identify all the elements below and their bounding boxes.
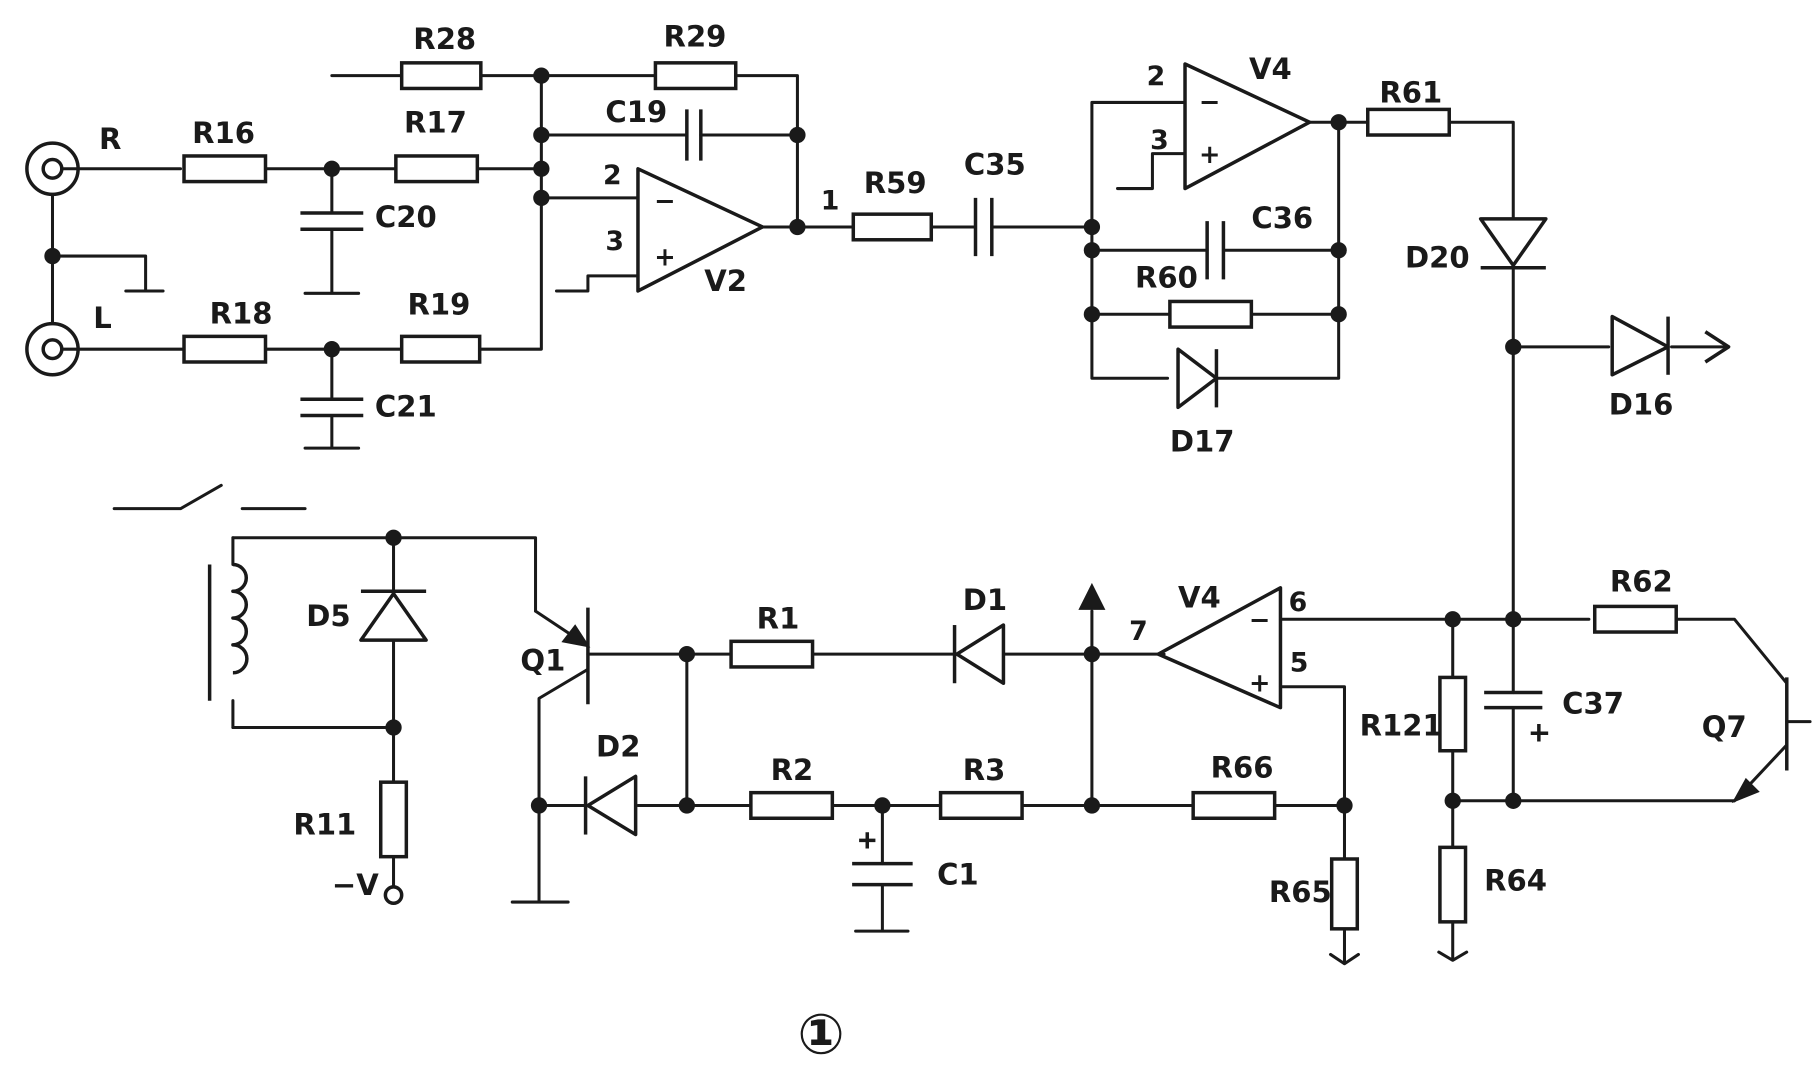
relay-contact <box>112 483 307 511</box>
pin-v4-bottom-5: 5 <box>1290 648 1309 679</box>
label-v4-bottom: V4 <box>1178 581 1221 615</box>
label-r18: R18 <box>210 297 273 331</box>
label-r61: R61 <box>1379 75 1442 109</box>
label-r19: R19 <box>408 287 471 321</box>
label-r16: R16 <box>192 116 255 150</box>
label-d1: D1 <box>963 583 1007 617</box>
capacitor-c19 <box>685 109 703 161</box>
diode-d20 <box>1478 217 1548 270</box>
resistor-r65 <box>1329 857 1360 931</box>
resistor-r61 <box>1366 107 1451 137</box>
label-r11: R11 <box>293 808 356 842</box>
pin-v4-bottom-6: 6 <box>1289 587 1308 618</box>
transistor-q7 <box>1731 677 1812 804</box>
resistor-r11 <box>378 780 409 859</box>
capacitor-c1 <box>852 803 913 933</box>
label-r29: R29 <box>664 20 727 54</box>
pin-v4-top-2: 2 <box>1147 61 1166 92</box>
resistor-r2 <box>749 790 835 821</box>
figure-number: ① <box>797 1002 844 1067</box>
resistor-r17 <box>394 154 480 184</box>
diode-d17 <box>1176 347 1219 410</box>
capacitor-c21 <box>300 397 364 418</box>
resistor-r64 <box>1438 845 1468 924</box>
resistor-r16 <box>182 154 268 184</box>
label-r121: R121 <box>1360 709 1443 743</box>
label-r65: R65 <box>1269 875 1332 909</box>
capacitor-c35 <box>973 197 994 257</box>
pin-v2-3: 3 <box>605 226 624 257</box>
label-r2: R2 <box>771 753 814 787</box>
label-d2: D2 <box>596 730 640 764</box>
label-c19: C19 <box>605 95 667 129</box>
opamp-v2 <box>636 167 765 293</box>
label-jack-r: R <box>99 122 121 156</box>
label-r62: R62 <box>1610 564 1673 598</box>
transistor-q1 <box>510 607 733 904</box>
resistor-r59 <box>851 212 934 242</box>
label-d5: D5 <box>306 599 350 633</box>
label-c20: C20 <box>375 200 437 234</box>
pin-v4-top-3: 3 <box>1150 125 1169 156</box>
capacitor-c20 <box>300 211 364 232</box>
relay-coil <box>207 562 249 701</box>
resistor-r62 <box>1592 604 1678 634</box>
label-c21: C21 <box>375 390 437 424</box>
diode-d16 <box>1610 314 1670 377</box>
resistor-r121 <box>1438 675 1468 753</box>
label-d16: D16 <box>1609 387 1674 421</box>
resistor-r29 <box>653 61 738 91</box>
diode-d5 <box>359 589 428 642</box>
label-c35: C35 <box>964 148 1026 182</box>
diode-d1 <box>952 623 1006 685</box>
label-r66: R66 <box>1211 751 1274 785</box>
label-d17: D17 <box>1170 425 1235 459</box>
opamp-v4-bottom <box>1156 586 1283 710</box>
capacitor-c36 <box>1205 221 1226 280</box>
label-jack-l: L <box>93 301 112 335</box>
label-r1: R1 <box>757 602 800 636</box>
arrow-up <box>1078 582 1106 610</box>
resistor-r18 <box>182 334 268 364</box>
label-minus-v: −V <box>332 868 379 902</box>
output-arrow <box>1704 330 1731 364</box>
opamp-v4-bottom-plus-sign: + <box>1249 668 1270 698</box>
diode-d2 <box>583 774 638 837</box>
resistor-r66 <box>1191 790 1277 821</box>
opamp-v2-minus-sign: − <box>654 187 675 217</box>
pin-v2-1: 1 <box>821 186 840 217</box>
resistor-r60 <box>1168 299 1254 329</box>
opamp-v4-top <box>1183 62 1312 191</box>
label-v4-top: V4 <box>1249 52 1292 86</box>
label-r59: R59 <box>864 166 927 200</box>
terminal-minus-v <box>383 885 404 905</box>
opamp-v4-bottom-minus-sign: − <box>1249 606 1270 636</box>
label-q1: Q1 <box>520 643 565 677</box>
label-v2: V2 <box>704 264 747 298</box>
resistor-r3 <box>938 790 1024 821</box>
label-q7: Q7 <box>1702 710 1747 744</box>
label-c36: C36 <box>1251 201 1313 235</box>
pin-v4-bottom-7: 7 <box>1129 616 1148 647</box>
label-c37: C37 <box>1562 687 1624 721</box>
label-r3: R3 <box>963 753 1006 787</box>
label-r60: R60 <box>1135 260 1198 294</box>
opamp-v4-top-plus-sign: + <box>1199 140 1220 170</box>
junction-dots <box>44 67 1522 814</box>
pin-v2-2: 2 <box>603 160 622 191</box>
label-d20: D20 <box>1405 241 1470 275</box>
label-r17: R17 <box>404 106 467 140</box>
resistor-r1 <box>729 639 815 669</box>
resistor-r19 <box>399 334 482 364</box>
capacitor-c37 <box>1484 690 1549 742</box>
label-c1: C1 <box>937 858 979 892</box>
label-r28: R28 <box>413 22 476 56</box>
label-r64: R64 <box>1484 863 1547 897</box>
opamp-v4-top-minus-sign: − <box>1199 88 1220 118</box>
opamp-v2-plus-sign: + <box>654 242 675 272</box>
resistor-r28 <box>399 61 483 91</box>
